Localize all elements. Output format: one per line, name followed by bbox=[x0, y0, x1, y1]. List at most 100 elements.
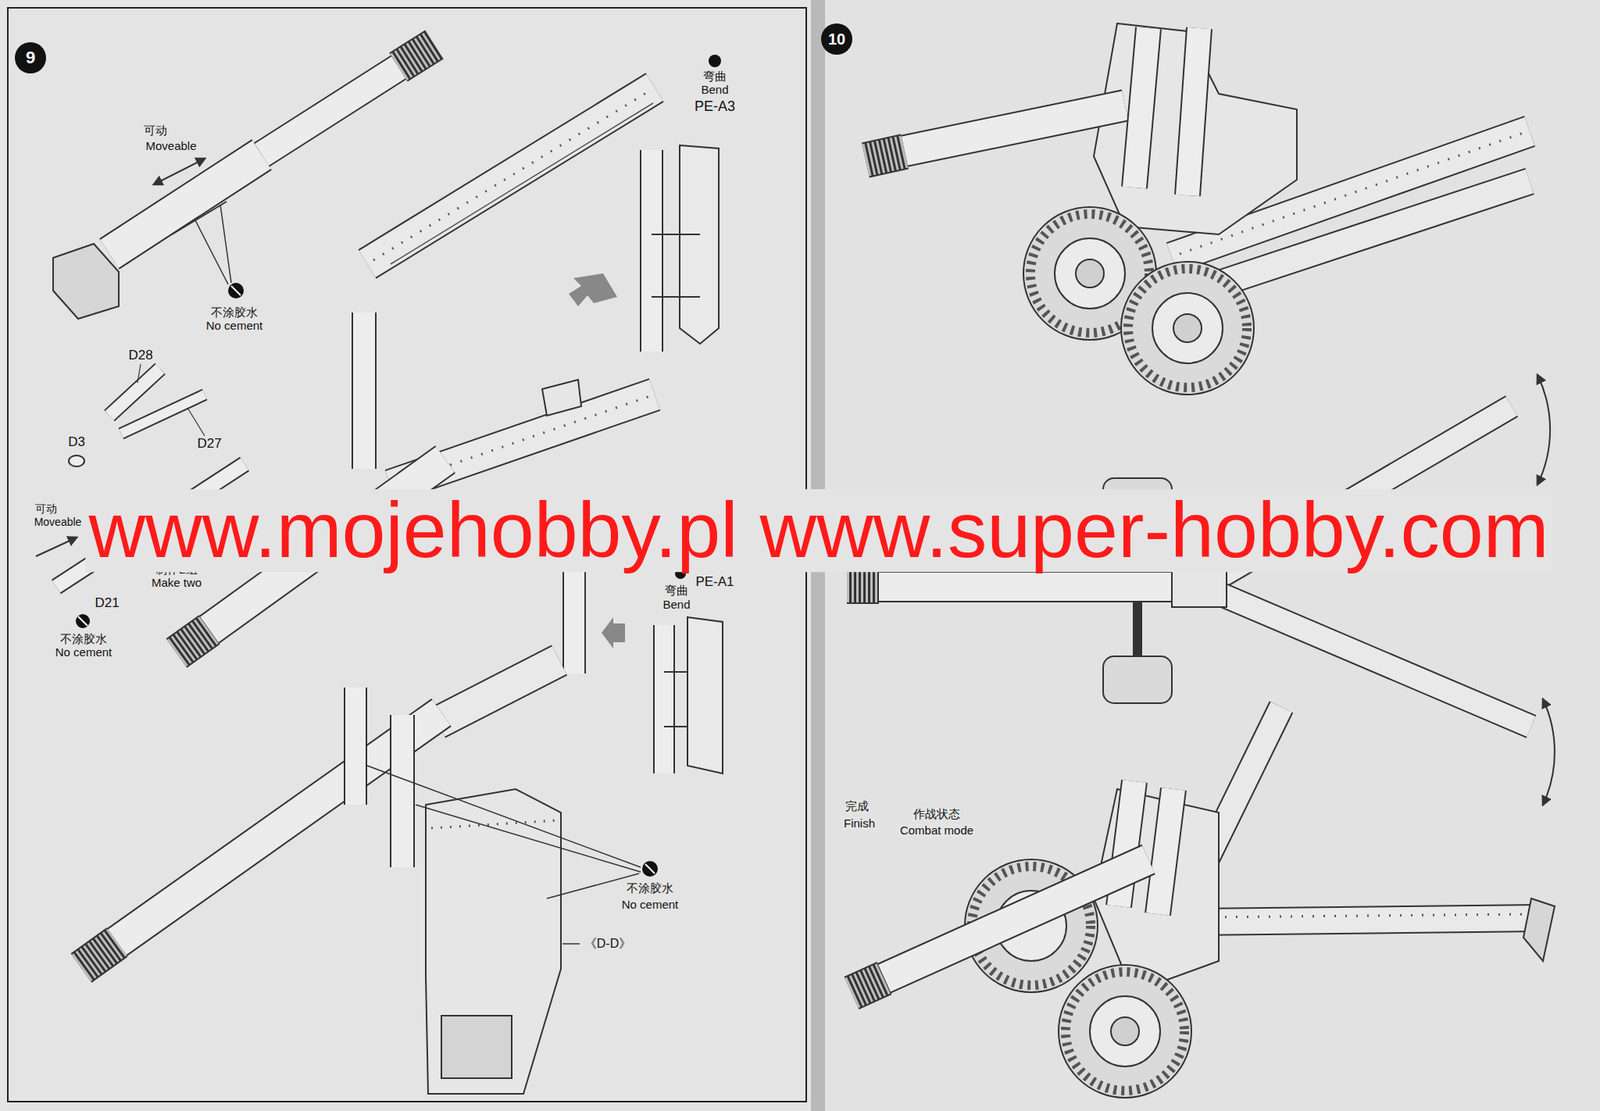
drawing-stroke bbox=[109, 368, 161, 416]
part-number: D28 bbox=[126, 347, 154, 364]
drawing-stroke bbox=[176, 629, 210, 654]
drawing-stroke bbox=[367, 87, 655, 265]
note-text: Bend bbox=[660, 597, 692, 611]
drawing-stroke bbox=[351, 312, 377, 469]
drawing-stroke bbox=[664, 725, 688, 728]
drawing-stroke bbox=[1089, 996, 1161, 1067]
drawing-stroke bbox=[53, 243, 119, 319]
step-number-text: 9 bbox=[25, 47, 36, 68]
drawing-stroke bbox=[1134, 28, 1149, 188]
drawing-stroke bbox=[187, 407, 205, 436]
note-text: Bend bbox=[699, 82, 730, 97]
drawing-stroke bbox=[1065, 971, 1185, 1091]
barrel-assembly-bottom bbox=[81, 660, 658, 1094]
drawing-stroke bbox=[878, 105, 1125, 157]
drawing-stroke bbox=[1187, 28, 1200, 196]
drawing-stroke bbox=[846, 569, 879, 604]
drawing-stroke bbox=[1195, 917, 1541, 922]
watermark: www.mojehobby.pl www.super-hobby.com bbox=[85, 489, 1552, 572]
part-number: D3 bbox=[66, 434, 87, 450]
drawing-stroke bbox=[353, 312, 375, 469]
drawing-stroke bbox=[1134, 28, 1149, 188]
drawing-stroke bbox=[1171, 566, 1227, 608]
note-text: Finish bbox=[842, 816, 877, 830]
drawing-stroke bbox=[642, 860, 658, 877]
drawing-stroke bbox=[687, 617, 723, 774]
drawing-stroke bbox=[75, 614, 90, 629]
drawing-stroke bbox=[1121, 261, 1254, 395]
note-text: Moveable bbox=[32, 515, 84, 529]
drawing-stroke bbox=[1058, 964, 1192, 1098]
drawing-stroke bbox=[1542, 699, 1555, 805]
drawing-stroke bbox=[78, 616, 88, 626]
drawing-stroke bbox=[639, 150, 664, 352]
drawing-stroke bbox=[373, 90, 650, 261]
note-text: No cement bbox=[204, 318, 265, 333]
drawing-stroke bbox=[137, 364, 141, 383]
note-text: 完成 bbox=[843, 799, 871, 813]
step-number-text: 10 bbox=[828, 30, 846, 49]
drawing-stroke bbox=[679, 145, 719, 344]
drawing-stroke bbox=[391, 714, 414, 868]
drawing-stroke bbox=[437, 660, 560, 723]
drawing-stroke bbox=[343, 687, 368, 805]
howitzer-top-view bbox=[846, 375, 1555, 805]
note-text: 弯曲 bbox=[663, 583, 690, 597]
part-number: PE-A1 bbox=[693, 574, 736, 590]
photo-etch-part bbox=[601, 567, 723, 774]
drawing-stroke bbox=[1075, 259, 1104, 288]
note-text: No cement bbox=[620, 897, 681, 911]
drawing-stroke bbox=[415, 804, 641, 872]
drawing-stroke bbox=[389, 714, 415, 868]
howitzer-combat bbox=[851, 707, 1555, 1098]
drawing-stroke bbox=[1523, 898, 1555, 961]
howitzer-travel bbox=[865, 23, 1530, 395]
drawing-stroke bbox=[851, 978, 885, 993]
drawing-stroke bbox=[1157, 789, 1174, 915]
drawing-stroke bbox=[645, 864, 655, 874]
drawing-stroke bbox=[109, 154, 262, 254]
drawing-stroke bbox=[35, 537, 77, 557]
drawing-stroke bbox=[367, 765, 641, 868]
drawing-stroke bbox=[865, 151, 905, 161]
part-number: D27 bbox=[195, 435, 223, 452]
drawing-stroke bbox=[641, 150, 662, 352]
drawing-stroke bbox=[1103, 656, 1172, 704]
note-text: Combat mode bbox=[898, 823, 975, 837]
drawing-stroke bbox=[1203, 914, 1536, 918]
drawing-stroke bbox=[261, 62, 407, 155]
drawing-stroke bbox=[568, 273, 618, 307]
note-text: 弯曲 bbox=[701, 69, 729, 83]
drawing-stroke bbox=[846, 571, 879, 603]
drawing-stroke bbox=[542, 379, 582, 416]
drawing-stroke bbox=[81, 942, 118, 968]
drawing-stroke bbox=[231, 285, 241, 296]
drawing-stroke bbox=[1203, 586, 1532, 727]
drawing-stroke bbox=[1152, 292, 1223, 364]
barrel-assembly-top bbox=[53, 44, 655, 319]
drawing-stroke bbox=[398, 44, 435, 68]
drawing-stroke bbox=[345, 687, 366, 805]
note-text: 作战状态 bbox=[911, 807, 962, 821]
drawing-stroke bbox=[1128, 268, 1247, 388]
drawing-stroke bbox=[653, 625, 675, 774]
drawing-stroke bbox=[431, 820, 557, 829]
note-text: 可动 bbox=[33, 502, 59, 515]
drawing-stroke bbox=[121, 394, 205, 434]
note-text: No cement bbox=[53, 645, 115, 659]
drawing-stroke bbox=[121, 394, 205, 434]
drawing-stroke bbox=[851, 572, 1208, 601]
note-text: 不涂胶水 bbox=[625, 881, 675, 895]
drawing-stroke bbox=[228, 282, 244, 299]
drawing-stroke bbox=[562, 942, 580, 945]
drawing-stroke bbox=[601, 617, 625, 649]
drawing-stroke bbox=[1537, 375, 1550, 485]
drawing-stroke bbox=[851, 978, 885, 993]
drawing-stroke bbox=[390, 103, 654, 265]
drawing-stroke bbox=[109, 154, 262, 254]
note-text: 可动 bbox=[142, 123, 169, 137]
drawing-stroke bbox=[1054, 238, 1125, 309]
drawing-stroke bbox=[176, 629, 210, 654]
drawing-stroke bbox=[1110, 1017, 1140, 1046]
